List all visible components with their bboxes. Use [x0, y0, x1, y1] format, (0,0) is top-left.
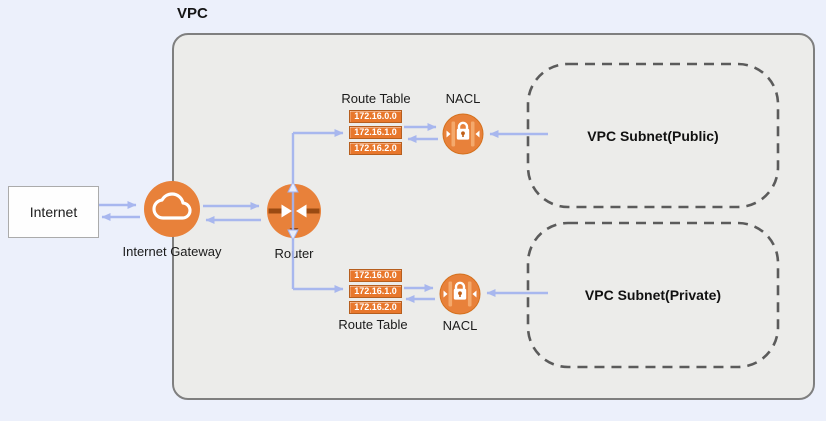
- nacl-private-label: NACL: [442, 318, 478, 333]
- internet-box: Internet: [8, 186, 99, 238]
- vpc-label: VPC: [177, 5, 208, 22]
- route-entry: 172.16.2.0: [349, 142, 402, 155]
- internet-gateway-label: Internet Gateway: [122, 244, 222, 259]
- route-entry: 172.16.2.0: [349, 301, 402, 314]
- route-table-public-title: Route Table: [341, 91, 411, 106]
- route-table-public: 172.16.0.0 172.16.1.0 172.16.2.0: [349, 110, 402, 158]
- route-entry: 172.16.1.0: [349, 285, 402, 298]
- lock-icon: [439, 273, 481, 315]
- route-entry: 172.16.0.0: [349, 110, 402, 123]
- route-table-private: 172.16.0.0 172.16.1.0 172.16.2.0: [349, 269, 402, 317]
- cloud-icon: [144, 181, 200, 237]
- route-entry: 172.16.0.0: [349, 269, 402, 282]
- router-arrows-icon: [267, 184, 321, 238]
- internet-label: Internet: [29, 204, 78, 220]
- route-table-private-title: Route Table: [338, 317, 408, 332]
- nacl-public-label: NACL: [445, 91, 481, 106]
- subnet-public-label: VPC Subnet(Public): [587, 127, 719, 144]
- nacl-public-node: [442, 113, 484, 155]
- lock-icon: [442, 113, 484, 155]
- nacl-private-node: [439, 273, 481, 315]
- subnet-private-label: VPC Subnet(Private): [584, 287, 722, 303]
- router-label: Router: [274, 246, 314, 261]
- router-node: [266, 183, 322, 239]
- internet-gateway-node: [143, 180, 201, 238]
- route-entry: 172.16.1.0: [349, 126, 402, 139]
